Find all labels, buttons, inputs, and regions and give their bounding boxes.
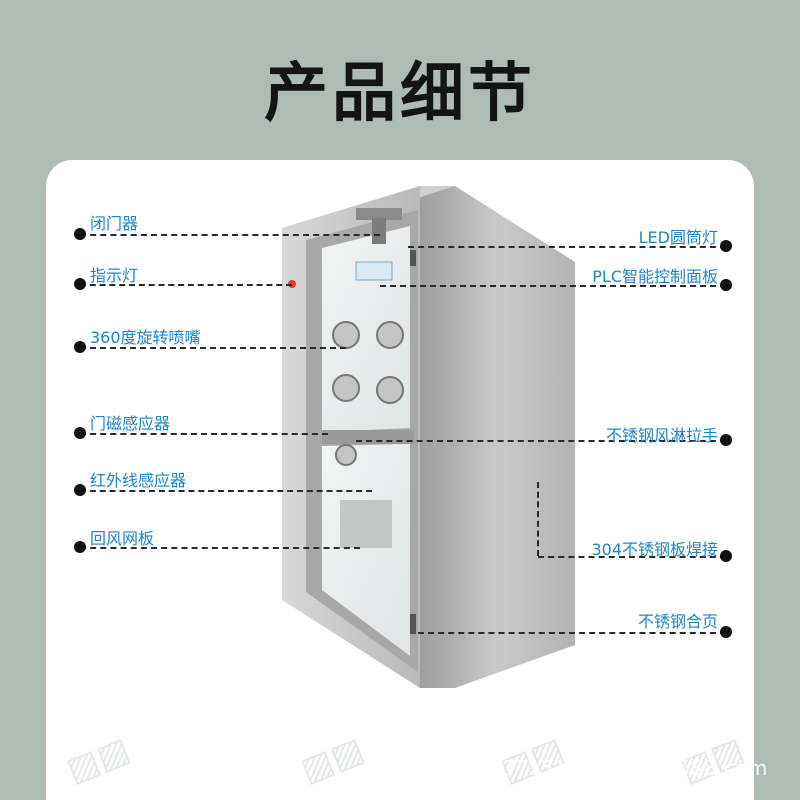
side-panel (420, 186, 575, 688)
page-title: 产品细节 (264, 57, 536, 131)
callout-dot (74, 228, 86, 240)
door-closer (356, 208, 402, 220)
watermark-text: shop677z5149e5z21.1688.com (440, 756, 768, 780)
leader-line (80, 234, 380, 236)
leader-line (356, 440, 726, 442)
callout-dot (74, 278, 86, 290)
leader-line (538, 556, 726, 558)
label-infrared-sensor: 红外线感应器 (90, 471, 187, 490)
callout-dot (720, 434, 732, 446)
label-hinge: 不锈钢合页 (637, 612, 718, 631)
callout-dot (720, 240, 732, 252)
leader-line (80, 490, 372, 492)
indicator-light (288, 280, 296, 288)
label-plc-panel: PLC智能控制面板 (592, 267, 718, 286)
label-rotating-nozzle: 360度旋转喷嘴 (90, 328, 201, 347)
leader-line (408, 246, 726, 248)
callout-dot (74, 341, 86, 353)
label-led-light: LED圆筒灯 (638, 228, 718, 247)
label-steel-welding: 304不锈钢板焊接 (591, 540, 718, 559)
leader-line (80, 547, 360, 549)
leader-line-vertical (537, 482, 539, 556)
callout-dot (74, 427, 86, 439)
label-magnetic-sensor: 门磁感应器 (90, 414, 171, 433)
label-return-air-grille: 回风网板 (90, 529, 155, 548)
label-indicator-light: 指示灯 (90, 266, 139, 285)
label-handle: 不锈钢风淋拉手 (605, 426, 718, 445)
callout-dot (74, 484, 86, 496)
hinge-lower (410, 614, 416, 634)
callout-dot (720, 550, 732, 562)
nozzles (332, 321, 404, 466)
callout-dot (720, 279, 732, 291)
label-door-closer: 闭门器 (90, 214, 139, 233)
door-glass-lower (322, 444, 410, 656)
plc-control-panel (355, 261, 393, 281)
callout-dot (720, 626, 732, 638)
leader-line (380, 285, 726, 287)
hinge-upper (410, 250, 416, 266)
leader-line (418, 632, 726, 634)
return-air-grille (340, 500, 392, 548)
leader-line (80, 433, 328, 435)
leader-line (80, 347, 346, 349)
callout-dot (74, 541, 86, 553)
leader-line (80, 284, 292, 286)
